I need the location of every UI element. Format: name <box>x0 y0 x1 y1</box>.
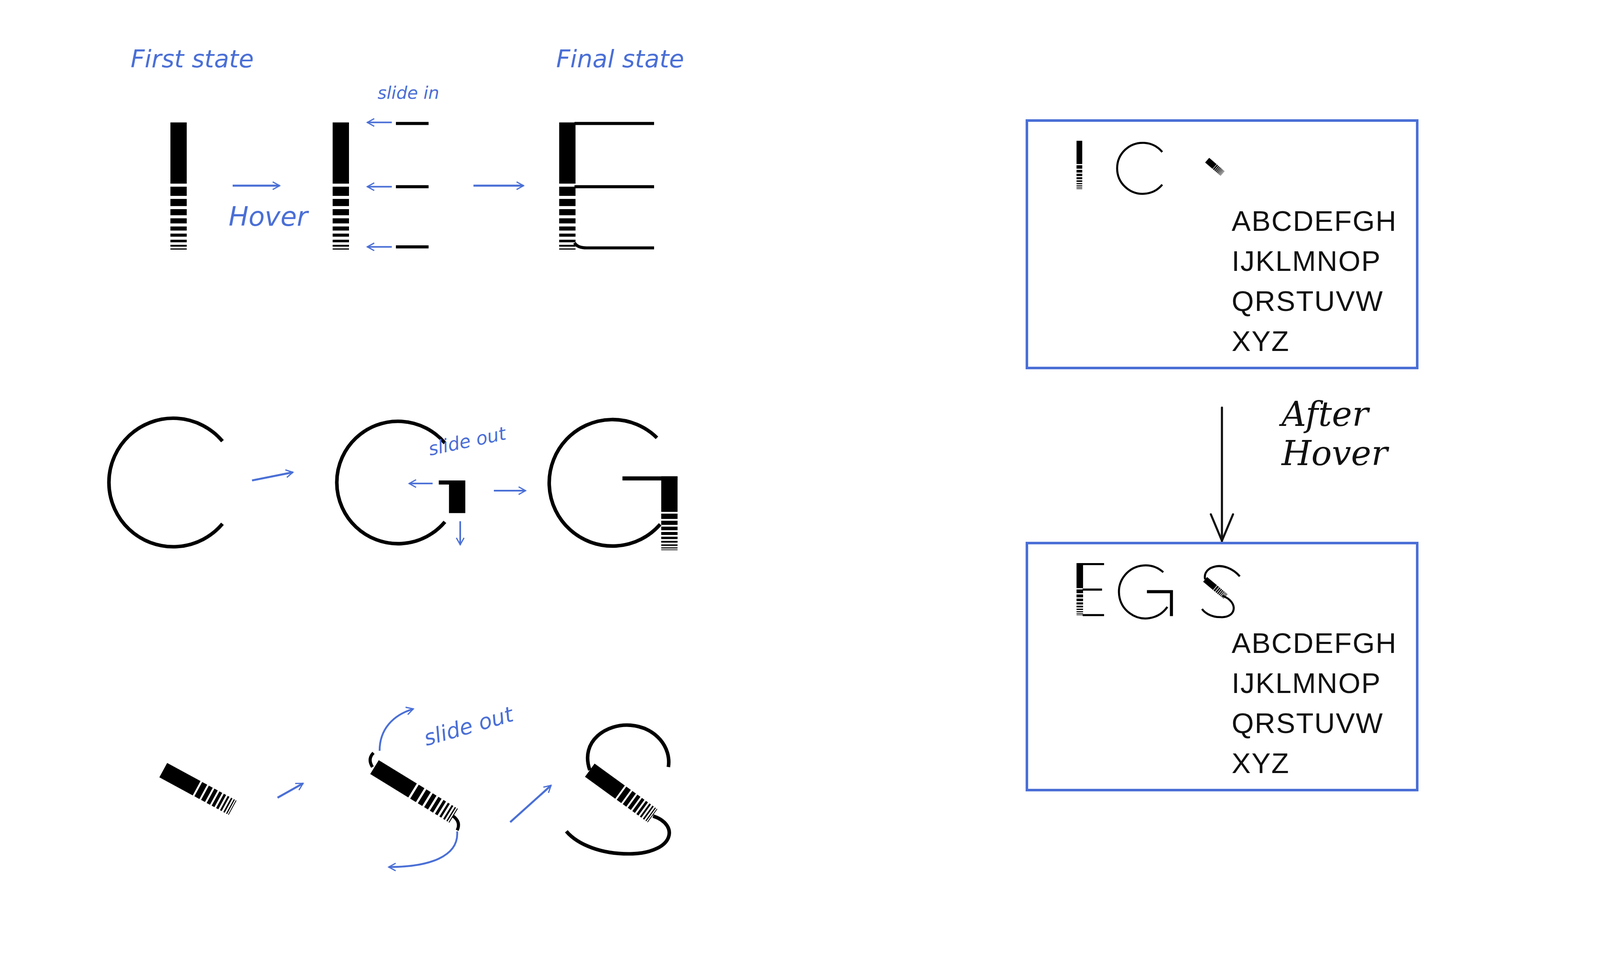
s-hook <box>452 816 459 831</box>
e-arm <box>1082 588 1103 591</box>
transition-arrow <box>473 184 524 188</box>
striped-stem <box>170 122 187 250</box>
slide-arrow <box>367 185 392 188</box>
striped-stem <box>585 763 658 823</box>
mini-stub <box>1205 157 1225 176</box>
transition-arrow <box>232 184 280 188</box>
hand-note: Final state <box>556 44 684 75</box>
transition-arrow <box>277 783 303 799</box>
connector-line <box>1220 407 1223 542</box>
slide-arrows <box>409 483 526 545</box>
e-arm <box>574 242 655 248</box>
e-arm <box>1082 614 1105 617</box>
striped-stem <box>332 122 349 250</box>
g-spur <box>438 480 466 514</box>
s-stub <box>370 760 459 824</box>
hand-note: slide out <box>420 701 517 752</box>
transition-arrow <box>510 785 551 823</box>
alphabet-sample: ABCDEFGH IJKLMNOP QRSTUVW XYZ <box>1231 623 1397 784</box>
hand-note: First state <box>130 44 254 75</box>
edge-note: After Hover <box>1281 394 1388 474</box>
slide-arrow <box>367 246 392 248</box>
g-stem <box>661 476 678 551</box>
e-arms <box>574 123 655 248</box>
hand-note: slide in <box>377 82 440 104</box>
mini-s-arc <box>1205 566 1240 580</box>
s-top-arc <box>587 725 669 771</box>
g-spur-stem <box>449 480 466 514</box>
curved-arrow <box>388 831 458 868</box>
alphabet-box: ABCDEFGH IJKLMNOP QRSTUVW XYZ <box>1025 119 1419 370</box>
e-arm <box>574 121 655 125</box>
striped-stem <box>661 476 678 551</box>
s-bottom-arc <box>566 816 670 855</box>
mini-c <box>1117 142 1163 194</box>
striped-stem <box>370 760 459 824</box>
striped-stem <box>559 122 576 250</box>
c-arc <box>109 418 223 548</box>
slide-arrow <box>367 121 392 124</box>
s-stub <box>159 763 237 816</box>
arrow-head <box>1210 514 1234 542</box>
e-arms <box>395 123 429 248</box>
g-arc <box>549 419 661 547</box>
mini-i <box>1076 141 1082 190</box>
e-arm <box>395 245 429 249</box>
alphabet-sample: ABCDEFGH IJKLMNOP QRSTUVW XYZ <box>1231 201 1397 362</box>
transition-arrow <box>252 472 294 481</box>
e-arm <box>574 185 655 189</box>
mini-e-arms <box>1082 564 1105 616</box>
s-hook <box>370 752 374 768</box>
slide-arrow <box>459 521 462 545</box>
striped-stem <box>159 763 237 816</box>
hand-note: slide out <box>426 422 508 461</box>
mini-e-stem <box>1076 563 1083 616</box>
slide-arrow <box>409 482 433 485</box>
e-arm <box>1082 563 1105 566</box>
curved-arrow <box>379 709 414 751</box>
striped-stem <box>1076 141 1082 190</box>
slide-arrows <box>367 122 392 247</box>
striped-stem <box>1205 157 1225 176</box>
mini-s-arc <box>1202 596 1234 618</box>
hand-note: Hover <box>228 201 308 234</box>
mini-g-bar <box>1147 591 1172 617</box>
e-arm <box>395 121 429 125</box>
e-arm <box>395 185 429 189</box>
s-spine <box>585 763 658 823</box>
connector-start <box>1221 369 1223 408</box>
striped-stem <box>1076 563 1083 616</box>
flow-arrow <box>1210 369 1234 542</box>
slide-arrow <box>493 490 526 492</box>
alphabet-box: ABCDEFGH IJKLMNOP QRSTUVW XYZ <box>1025 541 1419 793</box>
